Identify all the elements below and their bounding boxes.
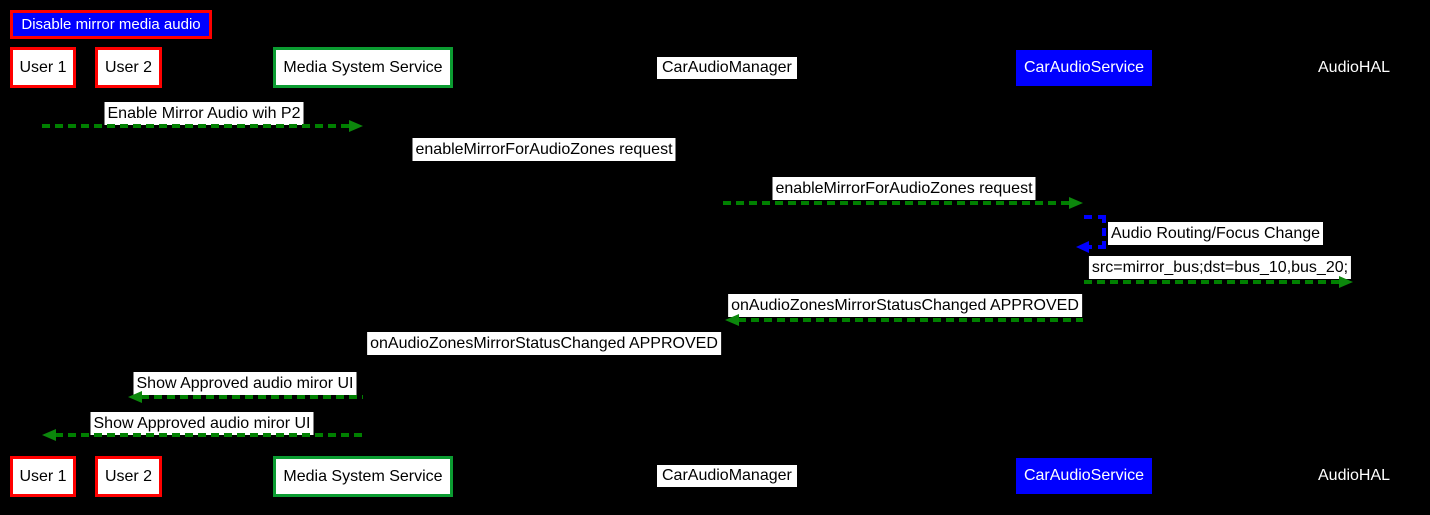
diagram-title: Disable mirror media audio (10, 10, 212, 39)
arrowhead-left-icon (128, 391, 142, 403)
participant-user1-top: User 1 (10, 47, 76, 88)
message-arrow-line (55, 433, 363, 437)
message-label: enableMirrorForAudioZones request (412, 138, 676, 161)
participant-audio-hal-bottom: AudioHAL (1318, 467, 1391, 484)
message-label: onAudioZonesMirrorStatusChanged APPROVED (367, 332, 721, 355)
message-label: Show Approved audio miror UI (133, 372, 357, 395)
message-arrow-line (1084, 280, 1340, 284)
arrowhead-left-icon (42, 429, 56, 441)
message-label: Enable Mirror Audio wih P2 (104, 102, 304, 125)
message-arrow-line (42, 124, 350, 128)
participant-car-audio-manager-bottom: CarAudioManager (657, 465, 797, 487)
participant-user2-bottom: User 2 (95, 456, 162, 497)
arrowhead-left-icon (1076, 241, 1089, 253)
participant-car-audio-manager-top: CarAudioManager (657, 57, 797, 79)
participant-audio-hal-top: AudioHAL (1318, 59, 1391, 76)
message-label: onAudioZonesMirrorStatusChanged APPROVED (728, 294, 1082, 317)
message-label: enableMirrorForAudioZones request (772, 177, 1036, 200)
participant-media-system-service-bottom: Media System Service (273, 456, 453, 497)
arrowhead-right-icon (1069, 197, 1083, 209)
arrowhead-right-icon (1339, 276, 1353, 288)
participant-user1-bottom: User 1 (10, 456, 76, 497)
participant-car-audio-service-top: CarAudioService (1016, 50, 1152, 86)
participant-media-system-service-top: Media System Service (273, 47, 453, 88)
participant-car-audio-service-bottom: CarAudioService (1016, 458, 1152, 494)
message-label: Show Approved audio miror UI (90, 412, 314, 435)
arrowhead-left-icon (725, 314, 739, 326)
message-label: src=mirror_bus;dst=bus_10,bus_20; (1088, 256, 1352, 279)
message-arrow-line (141, 395, 363, 399)
message-arrow-line (723, 201, 1070, 205)
self-loop-line (1084, 215, 1106, 249)
message-arrow-line (738, 318, 1083, 322)
arrowhead-right-icon (349, 120, 363, 132)
message-label: Audio Routing/Focus Change (1108, 222, 1324, 245)
participant-user2-top: User 2 (95, 47, 162, 88)
